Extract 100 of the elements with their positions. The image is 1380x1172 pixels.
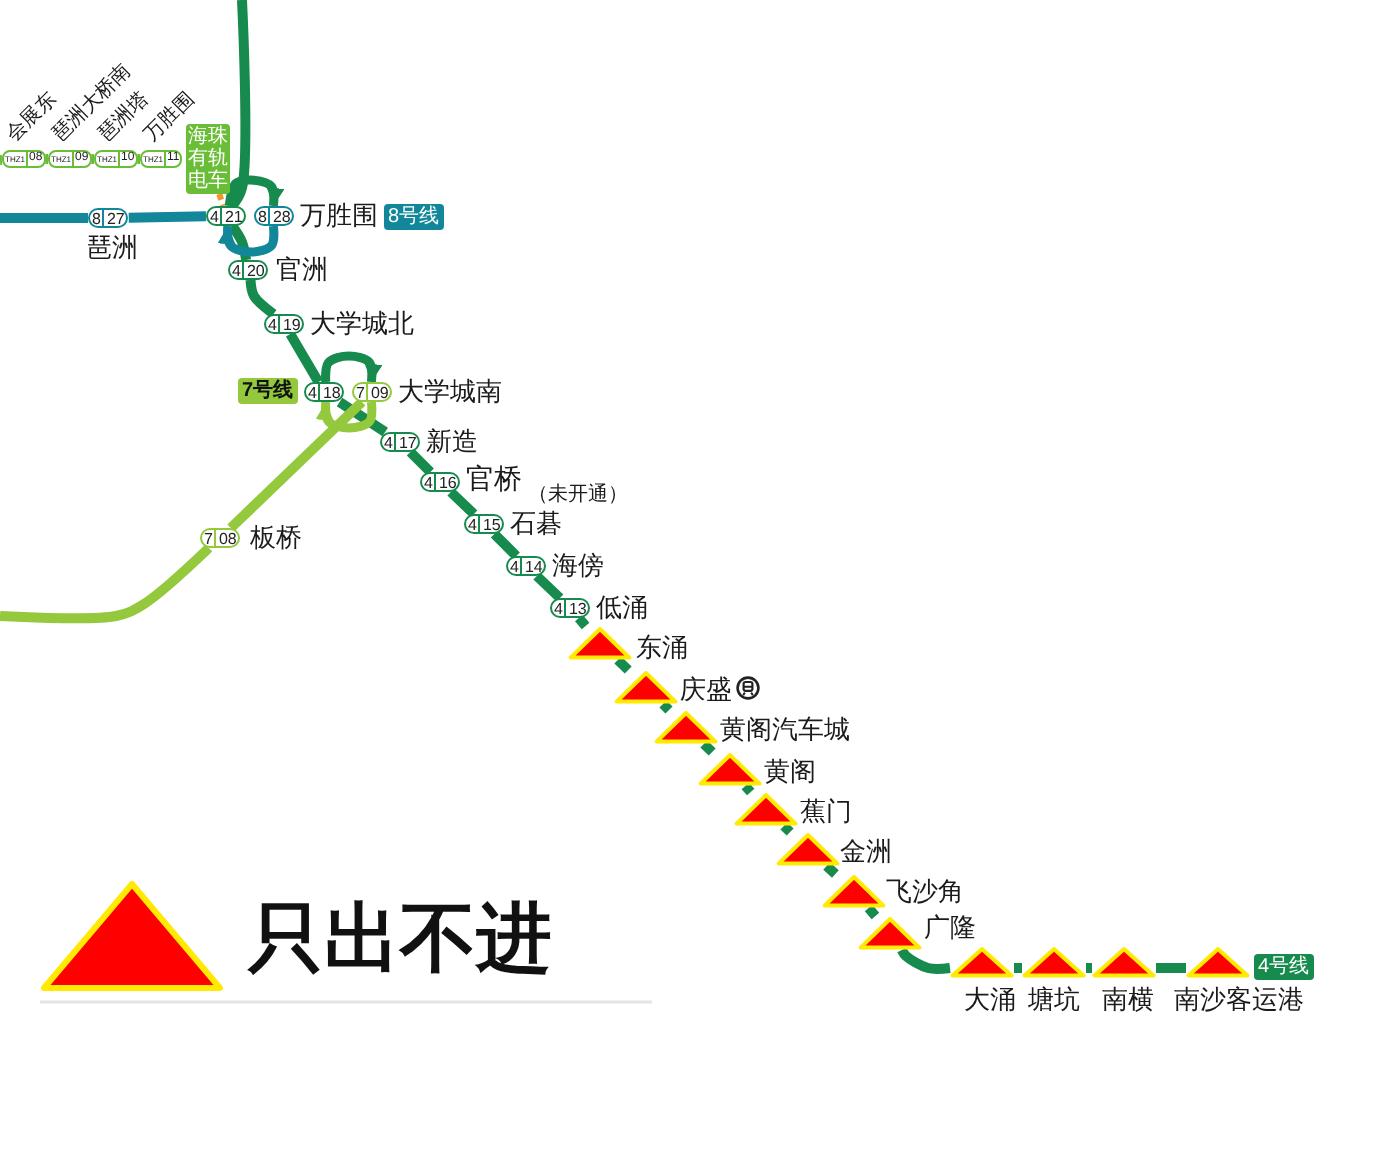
metro-line (228, 0, 251, 210)
status-note: （未开通） (528, 481, 628, 510)
line-number: 4 (422, 474, 435, 490)
station-number: 08 (214, 530, 239, 546)
curved-arrow (315, 401, 377, 433)
line-name-tag: 海珠有轨电车 (186, 124, 230, 194)
station-name: 南沙客运港 (1174, 984, 1304, 1014)
station-name: 低涌 (596, 592, 648, 622)
station-number: 15 (478, 516, 503, 532)
station-name: 南横 (1102, 984, 1154, 1014)
station-name: 新造 (426, 426, 478, 456)
triangle-icon (734, 792, 798, 826)
line-number: 8 (256, 208, 269, 224)
triangle-icon (654, 710, 718, 744)
metro-line (447, 488, 478, 518)
triangle-icon (568, 626, 632, 660)
metro-line (823, 862, 839, 878)
line-number: 4 (266, 316, 279, 332)
metro-line (575, 614, 590, 630)
line-name-tag: 7号线 (238, 378, 298, 404)
metro-line (1014, 963, 1022, 973)
station-name: 庆盛 (680, 674, 732, 704)
station-number: 27 (102, 210, 127, 226)
station-name: 官洲 (276, 254, 328, 284)
triangle-icon (698, 752, 762, 786)
triangle-icon (776, 832, 840, 866)
metro-line (128, 211, 207, 223)
metro-line (490, 530, 520, 560)
line-number: 4 (382, 434, 395, 450)
triangle-icon (1022, 946, 1086, 978)
metro-line (228, 223, 252, 261)
station-code-badge (94, 150, 138, 168)
metro-line (336, 397, 388, 437)
metro-line (0, 154, 3, 165)
station-name: 广隆 (924, 912, 976, 942)
station-name: 金洲 (840, 836, 892, 866)
station-number: 21 (220, 208, 245, 224)
line-number: 4 (466, 516, 479, 532)
metro-line (1156, 963, 1186, 973)
station-name: 大学城北 (310, 308, 414, 338)
line-number: 7 (202, 530, 215, 546)
line-name-tag: 8号线 (384, 204, 444, 230)
line-name-tag: 4号线 (1254, 954, 1314, 980)
station-number: 20 (242, 262, 267, 278)
curved-arrow (321, 351, 383, 383)
station-name: 大涌 (964, 984, 1016, 1014)
line-number: 4 (306, 384, 319, 400)
station-name: 塘坑 (1028, 984, 1080, 1014)
triangle-icon (858, 916, 922, 950)
triangle-icon (1186, 946, 1250, 978)
station-code-badge (352, 382, 393, 402)
legend-label: 只出不进 (248, 900, 552, 980)
station-code-badge (2, 150, 46, 168)
station-number: 28 (268, 208, 293, 224)
station-number: 18 (318, 384, 343, 400)
station-code-badge (550, 598, 591, 618)
curved-arrow (217, 225, 279, 257)
station-code-badge (206, 206, 247, 226)
station-name: 大学城南 (398, 376, 502, 406)
station-name: 板桥 (250, 522, 302, 552)
metro-line (780, 822, 794, 836)
line-number: 7 (354, 384, 367, 400)
metro-line (897, 947, 951, 974)
station-code-badge (254, 206, 295, 226)
line-number: 4 (552, 600, 565, 616)
metro-line (406, 448, 434, 476)
triangle-icon (614, 670, 678, 704)
station-name: 海傍 (552, 550, 604, 580)
station-number: 17 (394, 434, 419, 450)
station-code-badge (88, 208, 129, 228)
station-code-badge (464, 514, 505, 534)
station-number: 19 (278, 316, 303, 332)
station-number: 14 (520, 558, 545, 574)
metro-line (285, 331, 323, 385)
metro-line (533, 572, 564, 602)
metro-line (0, 213, 88, 223)
line-number: 4 (508, 558, 521, 574)
triangle-icon (1092, 946, 1156, 978)
station-code-badge (264, 314, 305, 334)
curved-arrow (224, 175, 285, 207)
metro-line (227, 398, 366, 532)
station-code-badge (140, 150, 183, 168)
station-name: 万胜围 (300, 200, 378, 230)
metro-line (1086, 963, 1092, 973)
line-number: 8 (90, 210, 103, 226)
metro-line (0, 544, 213, 624)
station-code-badge (48, 150, 92, 168)
station-number: 09 (366, 384, 391, 400)
line-number: 4 (230, 262, 243, 278)
station-number: 13 (564, 600, 589, 616)
station-name: 飞沙角 (886, 876, 964, 906)
station-name: 蕉门 (800, 796, 852, 826)
station-code-badge (380, 432, 421, 452)
metro-line (614, 656, 632, 674)
station-name: 官桥 (466, 464, 522, 494)
station-code-badge (228, 260, 269, 280)
station-name: 黄阁汽车城 (720, 714, 850, 744)
station-name: 琶洲 (86, 232, 138, 262)
metro-line (700, 740, 716, 756)
triangle-icon (950, 946, 1014, 978)
